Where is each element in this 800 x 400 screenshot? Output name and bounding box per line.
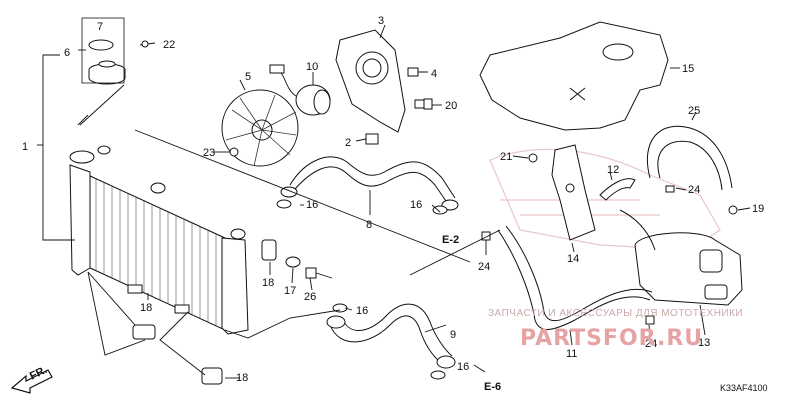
callout-16-c: 16	[356, 305, 368, 317]
grommet-18-upper	[261, 239, 277, 261]
fan-motor	[269, 64, 331, 116]
clamp-16-b	[432, 205, 448, 215]
callout-25: 25	[688, 105, 700, 117]
bolt-19	[728, 205, 738, 215]
bracket-14	[551, 144, 596, 241]
callout-22: 22	[163, 39, 175, 51]
clamp-16-c	[332, 303, 348, 313]
callout-13: 13	[698, 337, 710, 349]
callout-16-b: 16	[410, 199, 422, 211]
callout-11: 11	[566, 348, 577, 360]
clip-2	[365, 133, 379, 145]
hose-25	[646, 125, 733, 191]
radiator-fins	[95, 178, 217, 326]
callout-16-d: 16	[457, 361, 469, 373]
screw-22	[139, 40, 156, 48]
callout-15: 15	[682, 63, 694, 75]
front-arrow: FR.	[10, 364, 53, 394]
callout-24-c: 24	[645, 338, 657, 350]
callouts: 1 2 3 4 5 6 7 8 9 10 11 12 13 14 15 16 1…	[22, 15, 764, 384]
callout-8: 8	[366, 219, 372, 231]
callout-18-c: 18	[236, 372, 248, 384]
callout-2: 2	[345, 137, 351, 149]
ref-e2: E-2	[442, 234, 459, 246]
diagram-code: K33AF4100	[720, 383, 768, 393]
hose-8	[280, 156, 459, 211]
callout-9: 9	[450, 329, 456, 341]
bolt-20	[414, 98, 433, 110]
hose-9	[326, 303, 456, 369]
callout-18-a: 18	[262, 277, 274, 289]
filler-hose-12	[599, 178, 656, 251]
callout-20: 20	[445, 100, 457, 112]
callout-18-b: 18	[140, 302, 152, 314]
cover-15	[479, 21, 669, 131]
callout-5: 5	[245, 71, 251, 83]
radiator	[69, 145, 249, 335]
callout-17: 17	[284, 285, 296, 297]
clip-24-c	[645, 315, 655, 325]
collar-17	[285, 256, 301, 268]
callout-24-b: 24	[688, 184, 700, 196]
nut-23	[229, 147, 239, 157]
callout-23: 23	[203, 147, 215, 159]
grommet-18-mid	[132, 324, 156, 340]
grommet-18-low	[201, 367, 223, 385]
clamp-16-a	[276, 199, 292, 209]
callout-14: 14	[567, 253, 579, 265]
callout-19: 19	[752, 203, 764, 215]
callout-1: 1	[22, 141, 28, 153]
clip-24-b	[665, 185, 675, 193]
callout-12: 12	[607, 164, 619, 176]
callout-10: 10	[306, 61, 318, 73]
watermark-line2: PARTSFOR.RU	[520, 326, 703, 351]
fan-shroud	[335, 29, 406, 133]
o-ring-7	[88, 39, 114, 51]
callout-7: 7	[97, 21, 103, 33]
leader-lines	[37, 24, 751, 379]
callout-26: 26	[304, 291, 316, 303]
radiator-cap	[81, 17, 126, 85]
callout-21: 21	[500, 151, 512, 163]
ref-e6: E-6	[484, 381, 501, 393]
callout-16-a: 16	[306, 199, 318, 211]
callout-3: 3	[378, 15, 384, 27]
reserve-tank	[634, 232, 743, 306]
hose-11	[497, 225, 653, 330]
bolt-26	[305, 267, 333, 279]
callout-6: 6	[64, 47, 70, 59]
cooling-fan	[221, 89, 299, 167]
callout-4: 4	[431, 68, 437, 80]
callout-24-a: 24	[478, 261, 490, 273]
watermark-line1: ЗАПЧАСТИ И АКСЕССУАРЫ ДЛЯ МОТОТЕХНИКИ	[488, 308, 743, 319]
bolt-21	[528, 153, 538, 163]
clamp-16-d	[430, 370, 446, 380]
